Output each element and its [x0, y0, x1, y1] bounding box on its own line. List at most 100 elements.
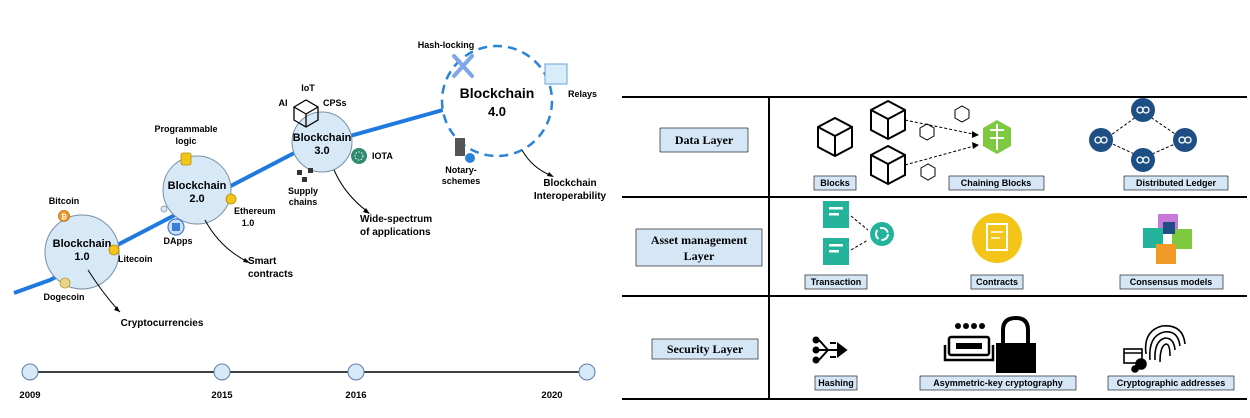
stage-2-0-outcome-1: Smart: [248, 256, 277, 267]
cube-icon: [293, 99, 319, 128]
dapps-label: DApps: [164, 236, 193, 246]
chain-blocks-icon: [983, 120, 1011, 154]
ledger-network-icon: [1089, 98, 1197, 172]
contract-doc: [986, 223, 1008, 251]
stage-3-0-outcome-2: of applications: [360, 227, 431, 238]
bitcoin-label: Bitcoin: [49, 196, 80, 206]
stage-4-0: Blockchain 4.0 Hash-locking Relays Notar…: [418, 40, 607, 202]
chain-link: [904, 119, 979, 136]
lock-key-icon: [943, 315, 1036, 373]
tag-chaining-blocks: Chaining Blocks: [961, 178, 1032, 188]
dogecoin-label: Dogecoin: [43, 292, 84, 302]
tag-box: [948, 175, 1045, 191]
contract-icon: [180, 152, 192, 166]
tag-cryptographic-addresses: Cryptographic addresses: [1117, 378, 1226, 388]
stage-3-0-arrow: [333, 169, 369, 213]
year-label: 2016: [345, 390, 366, 401]
transaction-link: [850, 239, 869, 251]
tag-consensus-models: Consensus models: [1130, 277, 1213, 287]
consensus-cubes-icon: [1143, 214, 1192, 264]
year-label: 2020: [541, 390, 562, 401]
small-block-icon: [919, 105, 970, 181]
stage-1-0-version: 1.0: [74, 251, 89, 263]
stage-3-0-title: Blockchain: [293, 132, 352, 144]
tag-box: [804, 274, 868, 290]
tag-box: [814, 375, 858, 391]
relays-icon: [544, 63, 568, 85]
hashing-icon: [812, 336, 848, 364]
layer-asset-management: Asset management Layer: [635, 201, 1224, 290]
notary-icon: [455, 138, 465, 156]
tag-contracts: Contracts: [976, 277, 1018, 287]
tag-box: [1119, 274, 1224, 290]
layer-name-box: [659, 127, 749, 153]
bitcoin-icon: [58, 210, 70, 222]
programmable-label-2: logic: [175, 136, 196, 146]
hash-locking-icon: [452, 54, 474, 78]
small-node: [160, 205, 168, 213]
ethereum-version: 1.0: [242, 218, 255, 228]
ethereum-icon: [225, 193, 237, 205]
dogecoin-icon: [59, 277, 71, 289]
stage-2-0-version: 2.0: [189, 193, 204, 205]
layer-name: Data Layer: [675, 133, 734, 147]
year-axis: 2009 2015 2016 2020: [19, 363, 596, 401]
layer-security: Security Layer: [651, 315, 1235, 391]
stage-1-0: Blockchain 1.0 ₿ Bitcoin Litecoin Dogeco…: [43, 196, 203, 329]
sync-icon: [870, 222, 894, 246]
stage-1-0-outcome: Cryptocurrencies: [121, 318, 204, 329]
notary-check: [465, 153, 475, 163]
supply-chain-icon: [297, 168, 313, 182]
stage-2-0-bubble: [162, 155, 232, 225]
notary-label-2: schemes: [442, 176, 481, 186]
stage-4-0-outcome-2: Interoperability: [534, 191, 607, 202]
tag-box: [1107, 375, 1235, 391]
iota-icon: [351, 148, 367, 164]
tag-asymmetric-key-cryptography: Asymmetric-key cryptography: [933, 378, 1063, 388]
svg-text:₿: ₿: [61, 213, 67, 221]
tag-box: [813, 175, 857, 191]
layer-name-box: [651, 338, 759, 360]
hash-locking-label: Hash-locking: [418, 40, 475, 50]
transaction-link: [850, 215, 869, 231]
year-marker: [21, 363, 39, 381]
stage-2-0-outcome-2: contracts: [248, 269, 293, 280]
stage-3-0-outcome-1: Wide-spectrum: [360, 214, 432, 225]
tag-distributed-ledger: Distributed Ledger: [1136, 178, 1217, 188]
stage-2-0-arrow: [204, 219, 249, 263]
fingerprint-icon: [1123, 325, 1186, 373]
stage-2-0: Blockchain 2.0 Programmable logic Ethere…: [154, 124, 293, 280]
layers-panel: Data Layer: [622, 96, 1247, 400]
tag-box: [1123, 175, 1229, 191]
stage-2-0-title: Blockchain: [168, 180, 227, 192]
year-marker: [347, 363, 365, 381]
tag-transaction: Transaction: [811, 277, 862, 287]
supply-label-1: Supply: [288, 186, 318, 196]
stage-4-0-outcome-1: Blockchain: [543, 178, 596, 189]
chain-link: [904, 144, 979, 166]
relays-label: Relays: [568, 89, 597, 99]
stage-1-0-title: Blockchain: [53, 238, 112, 250]
dapps-glyph: [172, 223, 180, 231]
layer-name: Security Layer: [667, 342, 744, 356]
tag-hashing: Hashing: [818, 378, 854, 388]
stage-4-0-arrow: [521, 149, 553, 177]
litecoin-icon: [108, 244, 120, 256]
year-label: 2009: [19, 390, 40, 401]
stage-3-0: Blockchain 3.0 IoT AI CPSs IOTA Supply c…: [279, 83, 433, 238]
stage-3-0-version: 3.0: [314, 145, 329, 157]
cpss-label: CPSs: [323, 98, 347, 108]
tag-box: [919, 375, 1077, 391]
layer-name-box: [635, 228, 763, 267]
litecoin-label: Litecoin: [118, 254, 153, 264]
tag-box: [970, 274, 1024, 290]
iota-label: IOTA: [372, 151, 393, 161]
layer-data: Data Layer: [659, 98, 1229, 191]
iot-label: IoT: [301, 83, 315, 93]
stage-4-0-version: 4.0: [488, 104, 506, 119]
programmable-label-1: Programmable: [154, 124, 217, 134]
notary-label-1: Notary-: [445, 165, 477, 175]
year-marker: [578, 363, 596, 381]
ethereum-label: Ethereum: [234, 206, 276, 216]
